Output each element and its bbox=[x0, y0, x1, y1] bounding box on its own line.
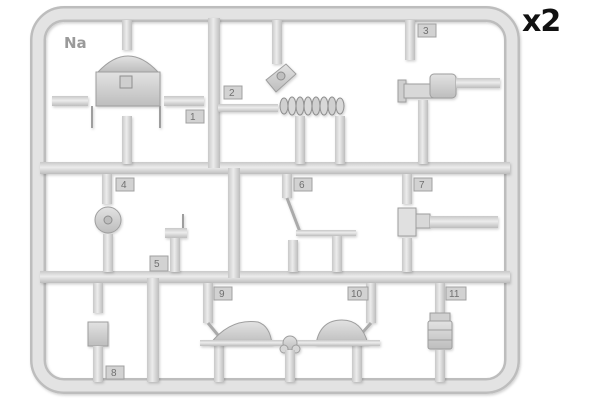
sprue-frame bbox=[30, 6, 520, 394]
part-2-spring-rod bbox=[218, 20, 345, 164]
tag-6: 6 bbox=[293, 177, 313, 192]
spring-coils bbox=[279, 96, 345, 116]
part-3-cylinder bbox=[397, 20, 500, 164]
tag-10: 10 bbox=[347, 286, 369, 301]
tag-3: 3 bbox=[417, 23, 437, 38]
part-4-disk bbox=[94, 174, 122, 272]
part-number-10: 10 bbox=[351, 289, 363, 300]
part-number-1: 1 bbox=[190, 112, 196, 123]
tag-1: 1 bbox=[185, 109, 205, 124]
quantity-label: x2 bbox=[522, 4, 561, 39]
tag-5: 5 bbox=[149, 255, 169, 272]
part-5-lever bbox=[165, 214, 187, 272]
part-number-7: 7 bbox=[419, 180, 425, 191]
part-6-bracket bbox=[282, 174, 356, 272]
tag-11: 11 bbox=[445, 286, 467, 301]
tag-2: 2 bbox=[223, 85, 243, 100]
part-number-5: 5 bbox=[154, 259, 160, 270]
fender-connector bbox=[200, 335, 380, 382]
part-10-fender bbox=[315, 283, 376, 382]
part-11-canister bbox=[427, 283, 453, 382]
tag-8: 8 bbox=[105, 365, 125, 380]
part-8-block bbox=[87, 283, 109, 382]
part-number-tags: 1 2 3 4 5 6 7 8 9 10 11 bbox=[105, 23, 467, 380]
sprue-runners bbox=[40, 18, 510, 382]
sprue-id-label: Na bbox=[64, 34, 87, 52]
part-number-8: 8 bbox=[111, 368, 117, 379]
tag-4: 4 bbox=[115, 177, 135, 192]
part-number-6: 6 bbox=[299, 180, 305, 191]
part-number-4: 4 bbox=[121, 180, 127, 191]
tag-9: 9 bbox=[213, 286, 233, 301]
part-number-2: 2 bbox=[229, 88, 235, 99]
part-number-11: 11 bbox=[449, 289, 460, 300]
part-number-9: 9 bbox=[219, 289, 225, 300]
tag-7: 7 bbox=[413, 177, 433, 192]
part-number-3: 3 bbox=[423, 26, 429, 37]
part-9-fender bbox=[203, 283, 273, 382]
part-7-block bbox=[397, 174, 498, 272]
part-1-crate bbox=[52, 20, 204, 164]
